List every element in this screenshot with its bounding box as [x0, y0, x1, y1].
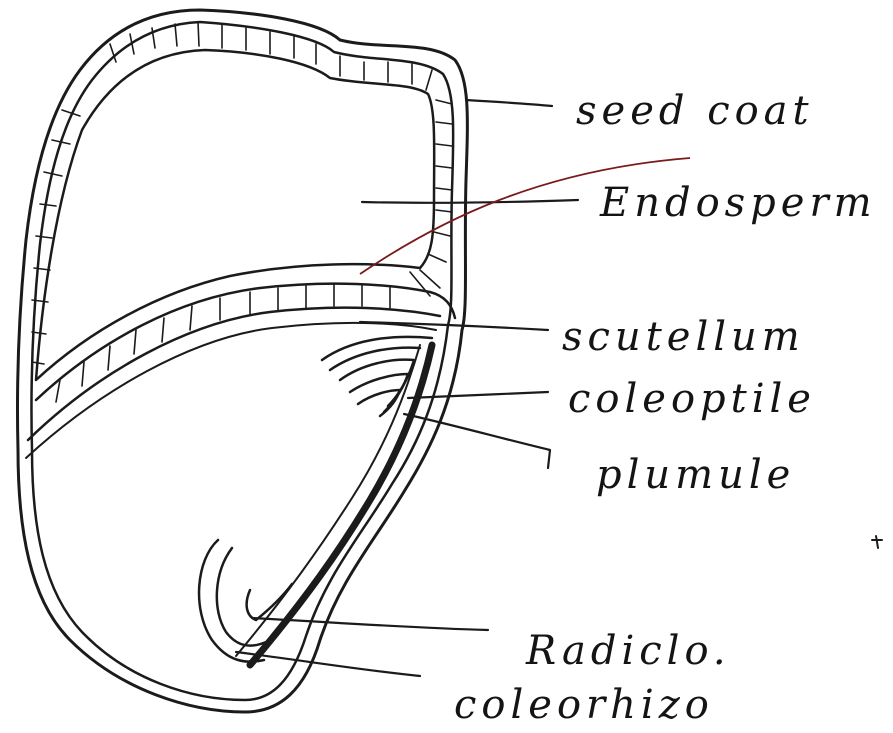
label-coleoptile: coleoptile	[568, 376, 816, 422]
scutellum-band-lower	[28, 308, 440, 440]
pointer-coleorhiza	[236, 652, 420, 676]
label-radicle: Radiclo.	[525, 628, 731, 674]
label-scutellum: scutellum	[562, 314, 805, 360]
label-coleorhiza: coleorhizo	[454, 682, 714, 728]
pointer-plumule	[404, 414, 550, 468]
pointer-scutellum	[360, 322, 548, 330]
pointer-seed-coat	[466, 100, 552, 106]
coat-hatching-left	[32, 110, 80, 364]
label-seed-coat: seed coat	[576, 88, 814, 134]
scutellum-hatching	[56, 284, 390, 402]
pointer-coleoptile	[408, 392, 548, 398]
endosperm-cavity	[36, 50, 434, 380]
pointer-endosperm	[362, 200, 578, 203]
label-plumule: plumule	[596, 452, 795, 498]
label-endosperm: Endosperm	[599, 180, 877, 226]
stray-mark	[872, 536, 882, 548]
